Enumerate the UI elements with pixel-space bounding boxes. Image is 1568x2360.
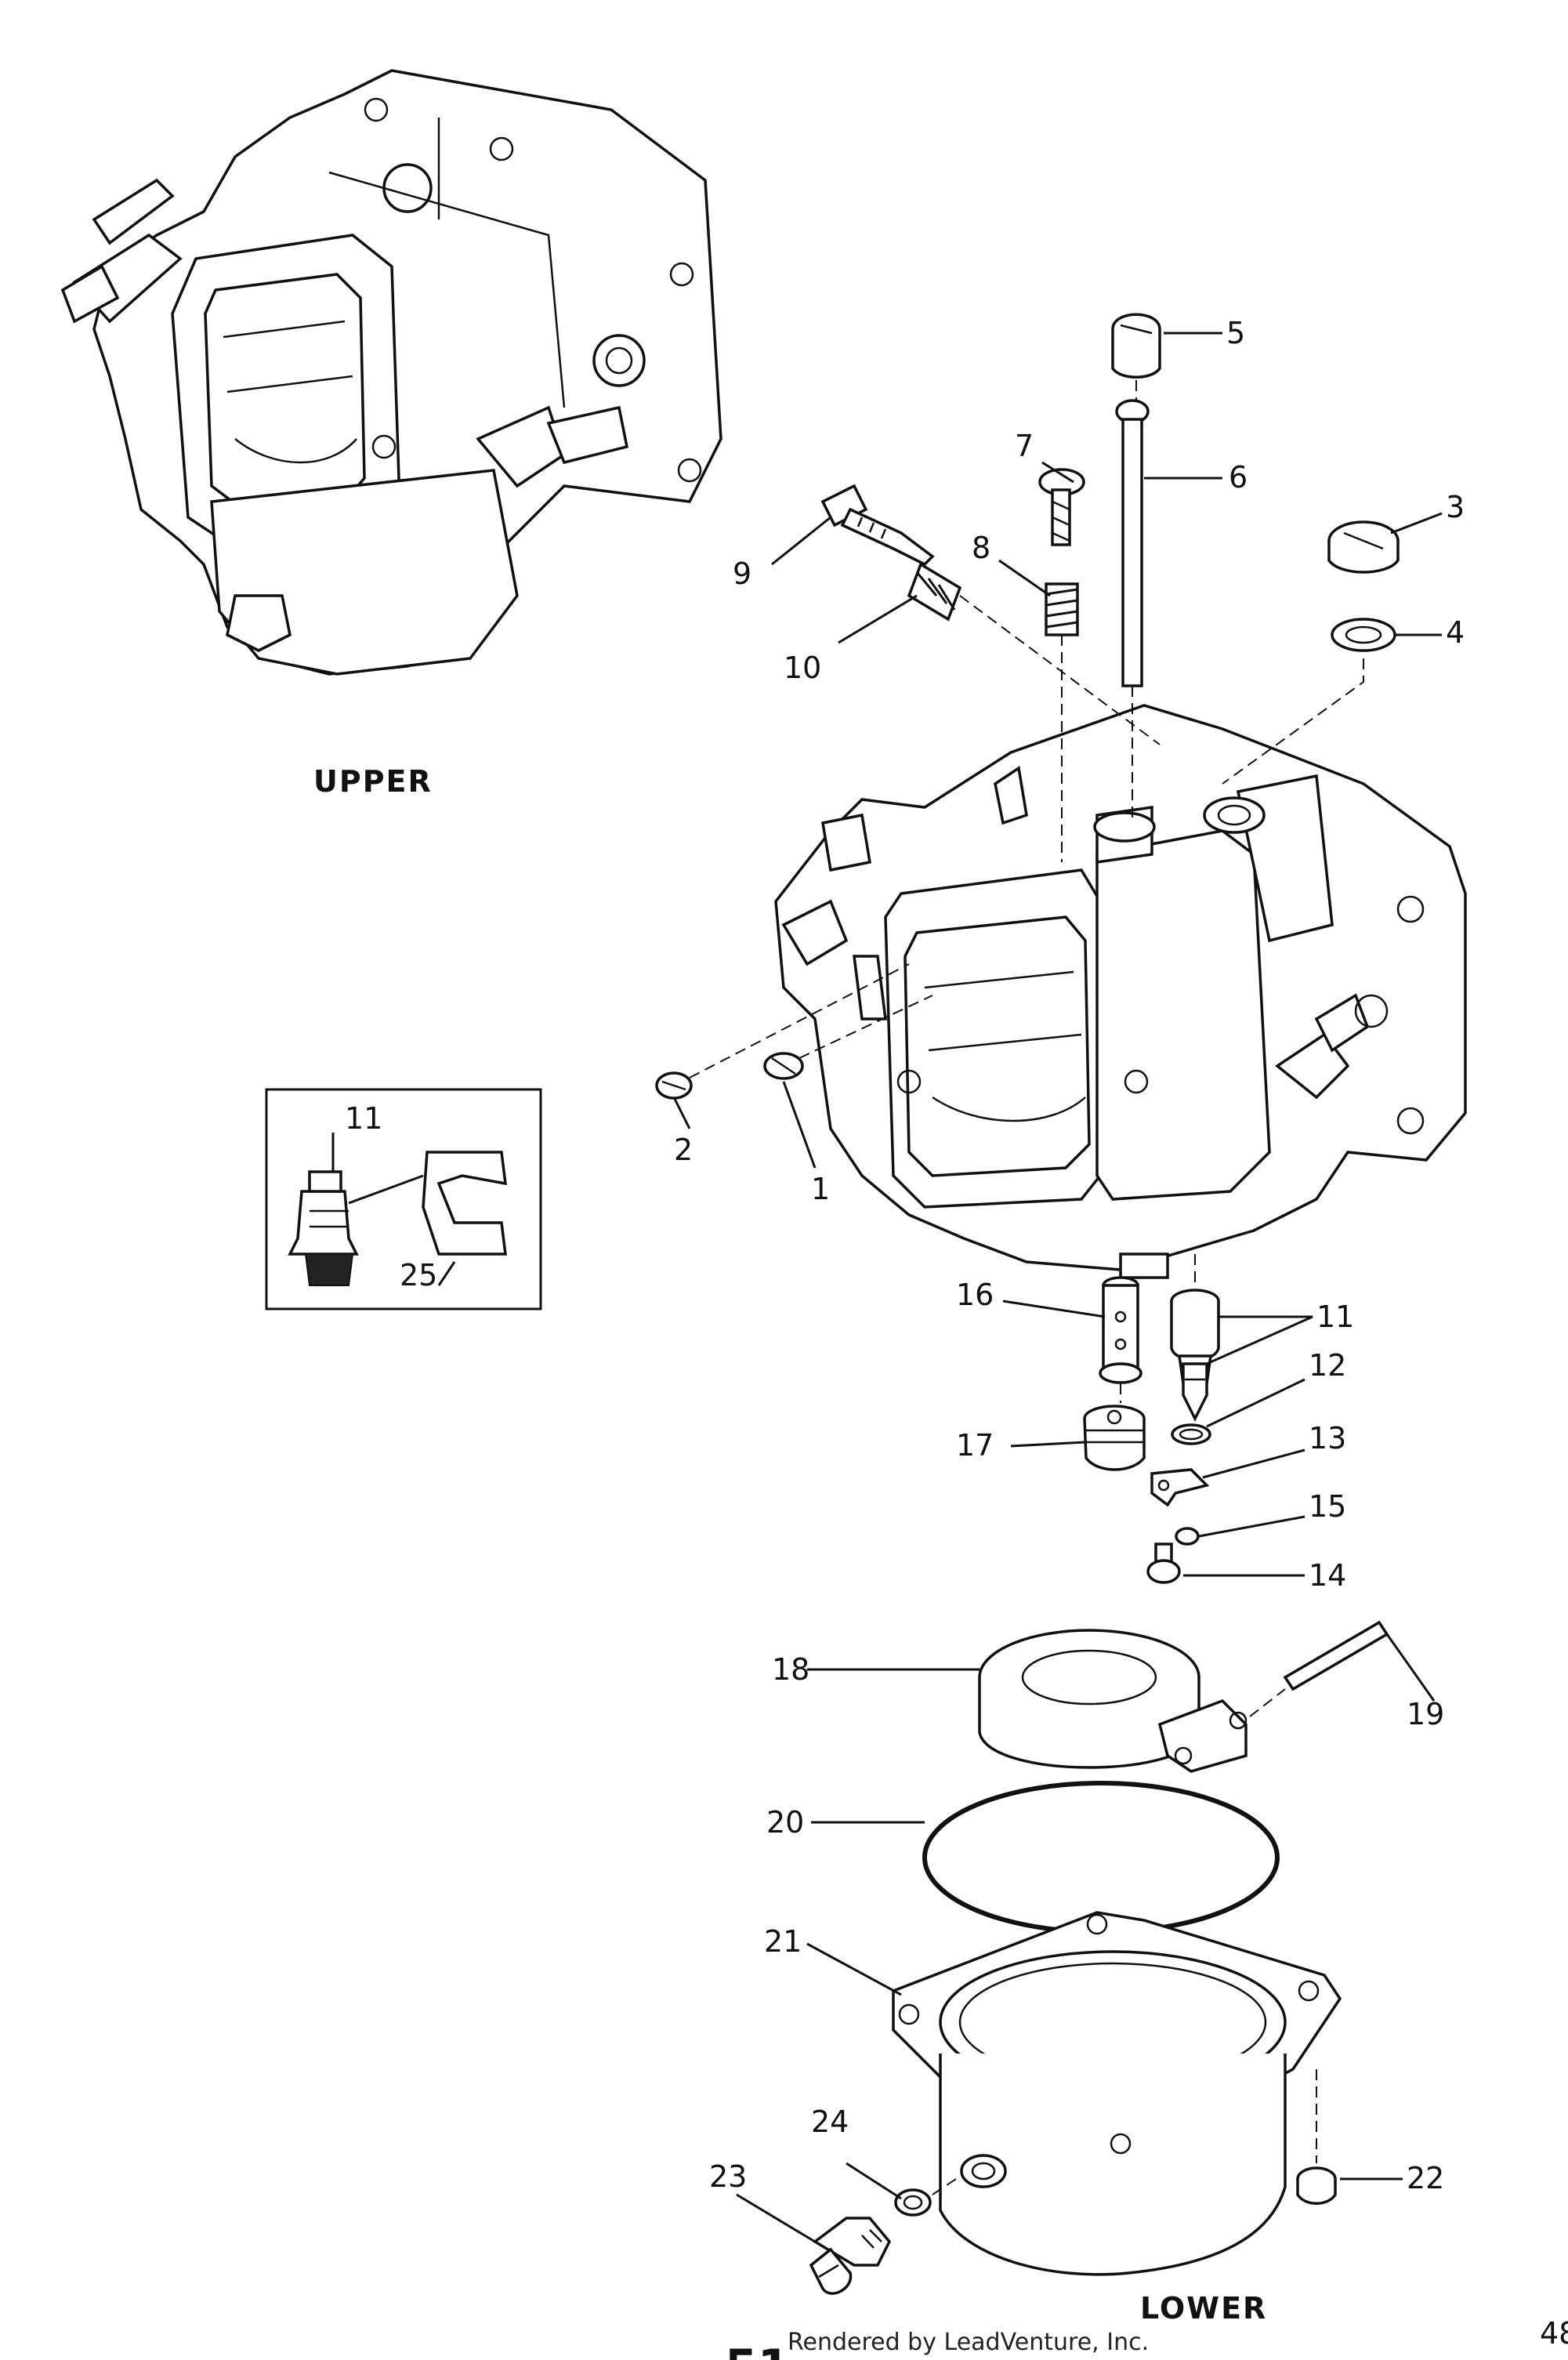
callout-11-inset: 11 (345, 1101, 382, 1136)
callout-14: 14 (1309, 1558, 1346, 1593)
guide-line-4 (1222, 658, 1364, 785)
rendered-by-footer: Rendered by LeadVenture, Inc. (788, 2329, 1149, 2356)
callout-6: 6 (1229, 460, 1248, 495)
part-11-needle (1182, 1362, 1208, 1422)
part-12-o-ring (1171, 1423, 1211, 1445)
callout-23: 23 (709, 2159, 747, 2194)
part-13-clip (1150, 1468, 1210, 1507)
callout-1: 1 (811, 1172, 830, 1206)
carburetor-main-body (774, 704, 1467, 1279)
part-5-cap (1111, 313, 1161, 379)
callout-22: 22 (1407, 2161, 1444, 2195)
callout-19: 19 (1407, 1697, 1444, 1731)
part-17-jet (1083, 1405, 1146, 1471)
part-6-rod (1115, 399, 1150, 687)
page-number: 48 (1540, 2316, 1568, 2351)
callout-25: 25 (400, 1258, 437, 1292)
guide-line-23 (932, 2178, 957, 2195)
callout-8: 8 (972, 531, 990, 565)
callout-20: 20 (766, 1805, 804, 1840)
part-16-nozzle (1099, 1276, 1143, 1384)
callout-labels: 5 6 3 4 7 8 9 10 1 2 11 25 11 16 17 12 1… (345, 316, 1465, 2195)
part-10-spring (907, 562, 962, 622)
callout-15: 15 (1309, 1489, 1346, 1524)
callout-24: 24 (811, 2104, 849, 2139)
figure-mark: 51 (725, 2340, 791, 2360)
part-14-screw (1146, 1543, 1181, 1584)
upper-carburetor-assembly (60, 69, 722, 676)
part-18-float (978, 1629, 1248, 1773)
callout-16: 16 (956, 1278, 994, 1312)
part-7-screw (1038, 468, 1085, 546)
inset-detail-box (265, 1088, 542, 1311)
upper-caption: UPPER (313, 764, 433, 799)
part-15-washer (1175, 1527, 1200, 1546)
callout-17: 17 (956, 1428, 994, 1463)
leader-lines (672, 332, 1443, 2243)
callout-13: 13 (1309, 1421, 1346, 1456)
callout-3: 3 (1446, 490, 1465, 524)
part-9-needle-screw (820, 484, 935, 567)
part-3-plug (1327, 520, 1400, 574)
callout-10: 10 (784, 651, 821, 685)
part-8-spring (1045, 582, 1079, 636)
part-1-screw (763, 995, 933, 1080)
callout-11: 11 (1316, 1300, 1354, 1334)
callout-7: 7 (1015, 429, 1034, 463)
part-23-drain-screw (809, 2217, 892, 2295)
part-22-screw (1296, 2166, 1337, 2205)
part-21-float-bowl (892, 1911, 1342, 2276)
callout-21: 21 (764, 1924, 802, 1959)
part-20-gasket (922, 1781, 1280, 1934)
part-19-pin (1283, 1620, 1389, 1691)
part-4-washer (1331, 618, 1396, 652)
part-24-washer (894, 2188, 932, 2217)
callout-12: 12 (1309, 1348, 1346, 1383)
callout-5: 5 (1226, 316, 1245, 350)
callout-18: 18 (772, 1652, 809, 1687)
callout-4: 4 (1446, 615, 1465, 650)
guide-line-19 (1249, 1688, 1286, 1717)
callout-2: 2 (674, 1133, 693, 1167)
callout-9: 9 (733, 556, 751, 591)
lower-caption: LOWER (1140, 2291, 1267, 2326)
guide-line-10 (959, 595, 1161, 745)
